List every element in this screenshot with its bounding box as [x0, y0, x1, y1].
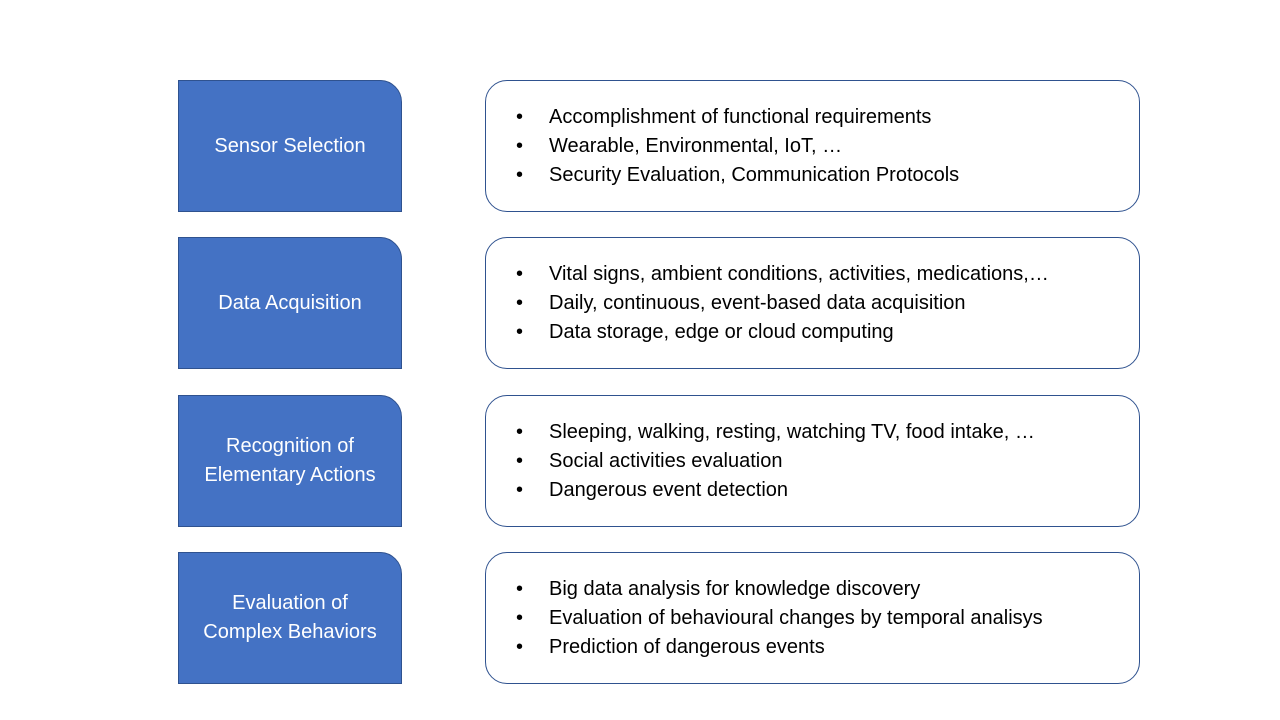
step-label: Sensor Selection [214, 134, 366, 157]
detail-text: Security Evaluation, Communication Proto… [549, 163, 960, 186]
detail-text: Sleeping, walking, resting, watching TV,… [549, 420, 1035, 443]
bullet-icon: • [516, 262, 524, 285]
detail-text: Accomplishment of functional requirement… [549, 105, 932, 128]
detail-text: Prediction of dangerous events [549, 635, 825, 658]
bullet-icon: • [516, 291, 524, 314]
detail-text: Vital signs, ambient conditions, activit… [549, 262, 1049, 285]
detail-item: • Security Evaluation, Communication Pro… [516, 161, 1139, 190]
bullet-icon: • [516, 163, 524, 186]
step-label: Recognition of Elementary Actions [204, 435, 376, 486]
detail-text: Big data analysis for knowledge discover… [549, 577, 921, 600]
bullet-icon: • [516, 420, 524, 443]
detail-box-sensor-selection: • Accomplishment of functional requireme… [485, 80, 1140, 212]
step-row-sensor-selection: Sensor Selection • Accomplishment of fun… [0, 80, 1280, 212]
bullet-icon: • [516, 105, 524, 128]
detail-item: • Prediction of dangerous events [516, 633, 1139, 662]
detail-item: • Data storage, edge or cloud computing [516, 318, 1139, 347]
bullet-icon: • [516, 134, 524, 157]
detail-text: Data storage, edge or cloud computing [549, 320, 894, 343]
detail-box-data-acquisition: • Vital signs, ambient conditions, activ… [485, 237, 1140, 369]
detail-list: • Sleeping, walking, resting, watching T… [486, 418, 1139, 505]
step-row-data-acquisition: Data Acquisition • Vital signs, ambient … [0, 237, 1280, 369]
detail-item: • Daily, continuous, event-based data ac… [516, 289, 1139, 318]
step-label: Data Acquisition [218, 291, 362, 314]
detail-item: • Evaluation of behavioural changes by t… [516, 604, 1139, 633]
detail-text: Wearable, Environmental, IoT, … [549, 134, 843, 157]
detail-text: Dangerous event detection [549, 478, 789, 501]
step-box-data-acquisition: Data Acquisition [178, 237, 402, 369]
detail-item: • Sleeping, walking, resting, watching T… [516, 418, 1139, 447]
detail-item: • Big data analysis for knowledge discov… [516, 575, 1139, 604]
detail-list: • Big data analysis for knowledge discov… [486, 575, 1139, 662]
detail-item: • Vital signs, ambient conditions, activ… [516, 260, 1139, 289]
step-row-evaluation-of-complex-behaviors: Evaluation of Complex Behaviors • Big da… [0, 552, 1280, 684]
step-box-recognition-of-elementary-actions: Recognition of Elementary Actions [178, 395, 402, 527]
bullet-icon: • [516, 577, 524, 600]
step-box-sensor-selection: Sensor Selection [178, 80, 402, 212]
detail-box-evaluation-of-complex-behaviors: • Big data analysis for knowledge discov… [485, 552, 1140, 684]
detail-list: • Accomplishment of functional requireme… [486, 103, 1139, 190]
detail-text: Evaluation of behavioural changes by tem… [549, 606, 1043, 629]
detail-item: • Dangerous event detection [516, 476, 1139, 505]
bullet-icon: • [516, 635, 524, 658]
bullet-icon: • [516, 606, 524, 629]
step-label: Evaluation of Complex Behaviors [203, 592, 377, 643]
bullet-icon: • [516, 449, 524, 472]
detail-item: • Wearable, Environmental, IoT, … [516, 132, 1139, 161]
step-row-recognition-of-elementary-actions: Recognition of Elementary Actions • Slee… [0, 395, 1280, 527]
step-box-evaluation-of-complex-behaviors: Evaluation of Complex Behaviors [178, 552, 402, 684]
detail-item: • Social activities evaluation [516, 447, 1139, 476]
detail-list: • Vital signs, ambient conditions, activ… [486, 260, 1139, 347]
detail-text: Social activities evaluation [549, 449, 783, 472]
detail-text: Daily, continuous, event-based data acqu… [549, 291, 966, 314]
bullet-icon: • [516, 478, 524, 501]
detail-item: • Accomplishment of functional requireme… [516, 103, 1139, 132]
bullet-icon: • [516, 320, 524, 343]
detail-box-recognition-of-elementary-actions: • Sleeping, walking, resting, watching T… [485, 395, 1140, 527]
